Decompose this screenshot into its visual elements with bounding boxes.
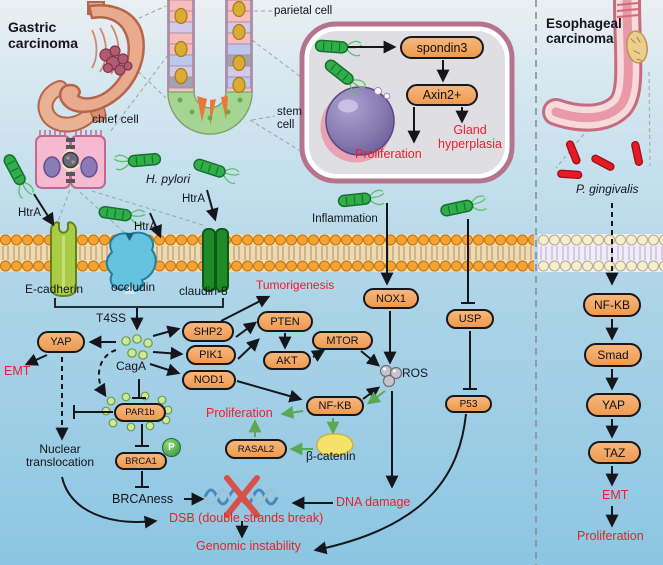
- inhibition-lines: [73, 219, 477, 488]
- nuclear-translocation-label: Nuclear translocation: [25, 442, 95, 470]
- h-pylori-label: H. pylori: [146, 172, 191, 186]
- occludin-label: occludin: [111, 280, 156, 294]
- dna-break-icon: [203, 475, 279, 518]
- node-smad: Smad: [584, 343, 642, 367]
- e-cadherin-protein: [50, 221, 77, 298]
- node-nfkb-center: NF-KB: [306, 396, 364, 416]
- node-pten: PTEN: [257, 311, 313, 332]
- chief-cell-illustration: [35, 130, 106, 189]
- esophageal-carcinoma-title: Esophageal carcinoma: [546, 16, 622, 47]
- claudin8-label: claudin-8: [179, 284, 228, 298]
- htra-label-right: HtrA: [182, 193, 205, 205]
- gland-hyperplasia-label: Gland hyperplasia: [438, 123, 502, 151]
- proliferation-label-cell: Proliferation: [355, 147, 422, 161]
- phosphorylation-badge: P: [162, 438, 181, 457]
- node-p53: P53: [445, 395, 492, 413]
- t4ss-label: T4SS: [96, 311, 127, 325]
- node-akt: AKT: [263, 351, 311, 370]
- caga-label: CagA: [116, 359, 147, 373]
- parietal-cell-label: parietal cell: [274, 5, 333, 17]
- dna-damage-label: DNA damage: [336, 495, 411, 509]
- stomach-illustration: [37, 1, 145, 133]
- green-arrows: [248, 390, 386, 456]
- parietal-cells: [174, 0, 246, 94]
- occludin-protein: [105, 231, 157, 294]
- node-nod1: NOD1: [182, 370, 236, 390]
- node-nox1: NOX1: [363, 288, 419, 309]
- proliferation-label-center: Proliferation: [206, 406, 273, 420]
- p-gingivalis-label: P. gingivalis: [576, 182, 639, 196]
- node-axin2: Axin2+: [406, 84, 478, 106]
- node-spondin3: spondin3: [400, 36, 484, 59]
- caga-protein-dots: [121, 334, 153, 360]
- node-par1b: PAR1b: [114, 403, 166, 422]
- dashed-black-arrows: [55, 203, 619, 441]
- dsb-label: DSB (double strands break): [169, 511, 324, 525]
- node-mtor: MTOR: [312, 331, 373, 350]
- emt-label-left: EMT: [4, 364, 31, 378]
- chief-cell-label: chief cell: [92, 112, 139, 126]
- brcaness-label: BRCAness: [112, 492, 174, 506]
- p-gingivalis-bacteria: [556, 139, 644, 180]
- stem-cell-label: stem cell: [277, 106, 302, 131]
- emt-label-right: EMT: [602, 488, 629, 502]
- gastric-gland-illustration: [167, 0, 253, 135]
- esophagus-illustration: [542, 0, 648, 132]
- e-cadherin-label: E-cadherin: [25, 282, 84, 296]
- htra-label-mid: HtrA: [134, 221, 157, 233]
- nucleus: [320, 86, 395, 163]
- epithelial-cell-illustration: [299, 21, 515, 184]
- beta-catenin-label: β-catenin: [306, 449, 356, 463]
- genomic-instability-label: Genomic instability: [196, 539, 301, 553]
- node-pik1: PIK1: [186, 345, 236, 365]
- node-taz: TAZ: [588, 441, 641, 464]
- t4ss-bracket: [54, 298, 224, 308]
- stomach-tumor: [99, 45, 133, 76]
- tumorigenesis-label: Tumorigenesis: [256, 278, 335, 292]
- node-usp: USP: [446, 309, 494, 329]
- node-nfkb-right: NF-KB: [583, 293, 641, 317]
- gastric-carcinoma-title: Gastric carcinoma: [8, 19, 79, 51]
- htra-label-left: HtrA: [18, 207, 41, 219]
- node-yap-right: YAP: [586, 393, 641, 417]
- esophageal-tumor: [626, 30, 648, 64]
- ros-label: ROS: [402, 366, 429, 380]
- node-yap-left: YAP: [37, 331, 85, 353]
- par1b-dots: [101, 391, 173, 432]
- proliferation-label-right: Proliferation: [577, 529, 644, 543]
- claudin8-protein: [202, 228, 229, 292]
- node-rasal2: RASAL2: [225, 439, 287, 459]
- inflammation-label: Inflammation: [312, 213, 378, 225]
- cell-membrane: [0, 234, 663, 272]
- black-arrows: [24, 40, 619, 555]
- node-shp2: SHP2: [182, 321, 234, 342]
- node-brca1: BRCA1: [115, 452, 167, 470]
- ros-icon: [379, 364, 403, 388]
